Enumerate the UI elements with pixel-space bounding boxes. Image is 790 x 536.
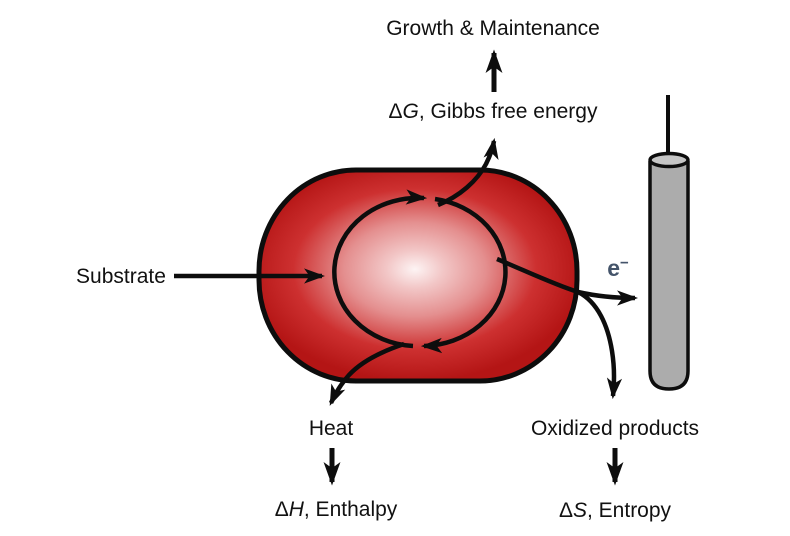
- gibbs-g-symbol: G: [402, 100, 419, 123]
- electrode-top: [650, 153, 688, 167]
- oxidized-products-arrow: [576, 289, 623, 400]
- heat-branch-arrow: [328, 341, 405, 406]
- gibbs-free-energy-label: ΔG, Gibbs free energy: [343, 99, 643, 124]
- entropy-s-symbol: S: [572, 499, 587, 522]
- enthalpy-delta-symbol: Δ: [274, 498, 289, 521]
- enthalpy-label-text: , Enthalpy: [303, 498, 398, 521]
- heat-label: Heat: [308, 417, 354, 440]
- substrate-label: Substrate: [76, 265, 166, 288]
- gibbs-label-text: , Gibbs free energy: [418, 100, 598, 123]
- cycle-right-arc-arrow: [420, 196, 508, 354]
- electron-minus-superscript: −: [620, 254, 629, 272]
- electron-arrow: [496, 256, 639, 306]
- electrode-body-outline: [648, 161, 690, 391]
- enthalpy-h-symbol: H: [288, 498, 304, 521]
- gibbs-delta-symbol: Δ: [388, 100, 403, 123]
- enthalpy-label: ΔH, Enthalpy: [236, 497, 436, 522]
- growth-maintenance-label: Growth & Maintenance: [386, 17, 600, 40]
- cycle-left-arc-arrow: [332, 189, 428, 349]
- oxidized-products-label: Oxidized products: [530, 417, 700, 440]
- entropy-label: ΔS, Entropy: [515, 498, 715, 523]
- electrode-top-outline: [648, 151, 690, 169]
- entropy-label-text: , Entropy: [587, 499, 672, 522]
- electron-base-text: e: [607, 255, 621, 281]
- electron-label: e−: [596, 255, 640, 283]
- gibbs-energy-arrow: [437, 137, 499, 208]
- electrode-body: [650, 161, 688, 389]
- entropy-delta-symbol: Δ: [558, 499, 573, 522]
